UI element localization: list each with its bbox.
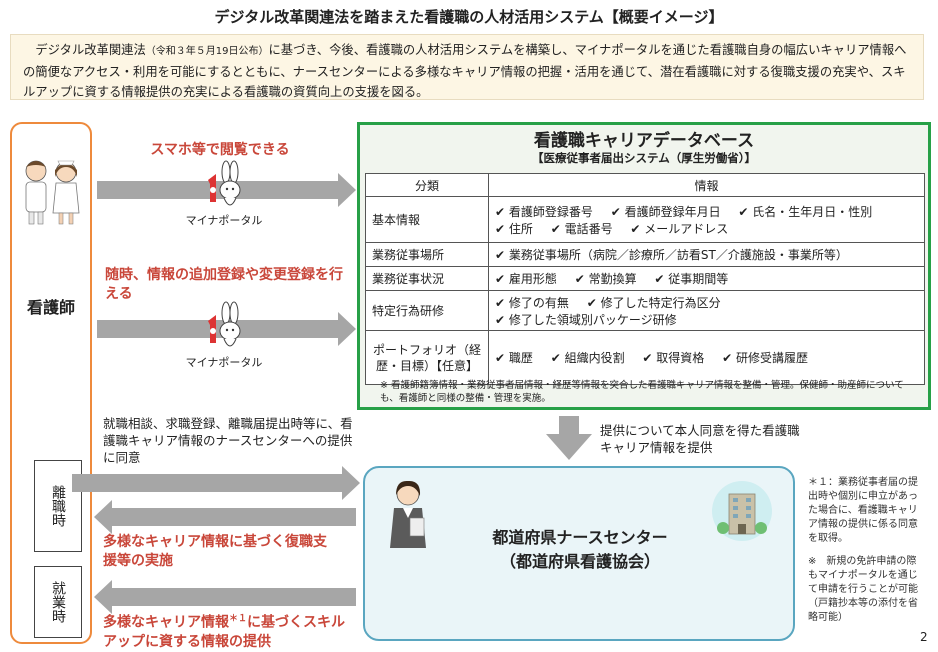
row-category: 業務従事場所 [365, 242, 489, 267]
register-label: 随時、情報の追加登録や変更登録を行える [105, 267, 343, 302]
info-item: ✔ 修了した領域別パッケージ研修 [495, 312, 677, 327]
info-item: ✔ 従事期間等 [654, 272, 729, 286]
info-item: ✔ 常勤換算 [574, 272, 637, 286]
page-title: デジタル改革関連法を踏まえた看護職の人材活用システム【概要イメージ】 [214, 8, 724, 26]
info-item: ✔ 組織内役割 [550, 351, 625, 365]
mynaportal-mascot-icon [208, 160, 241, 206]
building-icon [712, 481, 772, 541]
table-row: 特定行為研修 ✔ 修了の有無 ✔ 修了した特定行為区分 ✔ 修了した領域別パッケ… [365, 290, 925, 331]
provide-label: 提供について本人同意を得た看護職キャリア情報を提供 [600, 423, 800, 455]
info-item: ✔ 業務従事場所（病院／診療所／訪看ST／介護施設・事業所等） [495, 248, 848, 262]
info-item: ✔ 住所 [495, 221, 533, 236]
database-title: 看護職キャリアデータベース [533, 131, 755, 151]
info-item: ✔ 電話番号 [550, 221, 613, 236]
intro-text-2: に基づき、今後、看護職の人材活用システムを構築し、マイナポータルを通じた看護職自… [23, 43, 907, 99]
center-name-line2: （都道府県看護協会） [499, 552, 660, 571]
row-info: ✔ 職歴 ✔ 組織内役割 ✔ 取得資格 ✔ 研修受講履歴 [488, 330, 925, 385]
staff-icon [390, 480, 426, 548]
footnote-1: ＊１：業務従事者届の提出時や個別に申立があった場合に、看護職キャリア情報の提供に… [808, 477, 918, 544]
table-row: 業務従事場所 ✔ 業務従事場所（病院／診療所／訪看ST／介護施設・事業所等） [365, 242, 925, 267]
table-header-row: 分類 情報 [365, 173, 925, 197]
nurse-center-name: 都道府県ナースセンター （都道府県看護協会） [430, 526, 730, 574]
skillup-text-b: に基づくスキルアップに資する情報の提供 [103, 614, 346, 650]
employed-status-box: 就業時 [34, 566, 82, 638]
info-item: ✔ 氏名・生年月日・性別 [738, 204, 873, 219]
database-subtitle: 【医療従事者届出システム（厚生労働省）】 [532, 151, 756, 165]
skillup-label: 多様なキャリア情報＊１に基づくスキルアップに資する情報の提供 [103, 610, 348, 652]
intro-box: デジタル改革関連法（令和３年５月19日公布）に基づき、今後、看護職の人材活用シス… [10, 34, 924, 100]
table-row: 基本情報 ✔ 看護師登録番号 ✔ 看護師登録年月日 ✔ 氏名・生年月日・性別 ✔… [365, 196, 925, 243]
nurse-label: 看護師 [26, 298, 75, 317]
page-number: 2 [920, 630, 928, 644]
info-item: ✔ 修了の有無 [495, 295, 569, 310]
nurses-icon [25, 160, 80, 225]
row-info: ✔ 雇用形態 ✔ 常勤換算 ✔ 従事期間等 [488, 266, 925, 291]
row-info: ✔ 看護師登録番号 ✔ 看護師登録年月日 ✔ 氏名・生年月日・性別 ✔ 住所 ✔… [488, 196, 925, 243]
database-table: 分類 情報 基本情報 ✔ 看護師登録番号 ✔ 看護師登録年月日 ✔ 氏名・生年月… [365, 173, 925, 385]
table-row: ポートフォリオ（経歴・目標）【任意】 ✔ 職歴 ✔ 組織内役割 ✔ 取得資格 ✔… [365, 330, 925, 385]
portal-label-2: マイナポータル [185, 356, 263, 369]
row-category: 特定行為研修 [365, 290, 489, 331]
reemploy-label: 多様なキャリア情報に基づく復職支援等の実施 [103, 534, 327, 569]
info-item: ✔ メールアドレス [630, 221, 729, 236]
info-item: ✔ 看護師登録番号 [495, 204, 593, 219]
row-category: 基本情報 [365, 196, 489, 243]
skillup-text-a: 多様なキャリア情報 [103, 614, 229, 631]
database-note: ※ 看護師籍簿情報・業務従事者届情報・経歴等情報を突合した看護職キャリア情報を整… [380, 380, 904, 404]
center-name-line1: 都道府県ナースセンター [492, 528, 668, 547]
info-item: ✔ 看護師登録年月日 [610, 204, 721, 219]
portal-label-1: マイナポータル [185, 214, 263, 227]
info-item: ✔ 職歴 [495, 351, 533, 365]
arrow-provide [546, 416, 592, 460]
info-item: ✔ 研修受講履歴 [722, 351, 808, 365]
employed-status-label: 就業時 [50, 581, 66, 623]
info-item: ✔ 雇用形態 [495, 272, 557, 286]
arrow-consent [72, 466, 360, 500]
skillup-footnote-mark: ＊１ [229, 614, 248, 624]
browse-label: スマホ等で閲覧できる [150, 142, 290, 158]
header-info: 情報 [488, 173, 925, 197]
row-info: ✔ 修了の有無 ✔ 修了した特定行為区分 ✔ 修了した領域別パッケージ研修 [488, 290, 925, 331]
table-row: 業務従事状況 ✔ 雇用形態 ✔ 常勤換算 ✔ 従事期間等 [365, 266, 925, 291]
mynaportal-mascot-icon [208, 301, 241, 347]
intro-date: （令和３年５月19日公布） [145, 46, 269, 57]
leave-status-label: 離職時 [50, 485, 66, 527]
info-item: ✔ 修了した特定行為区分 [586, 295, 721, 310]
row-category: ポートフォリオ（経歴・目標）【任意】 [365, 330, 489, 385]
consent-label: 就職相談、求職登録、離職届提出時等に、看護職キャリア情報のナースセンターへの提供… [103, 416, 353, 465]
arrow-skillup [94, 580, 356, 614]
header-category: 分類 [365, 173, 489, 197]
footnote-2: ※ 新規の免許申請の際もマイナポータルを通じて申請を行うことが可能（戸籍抄本等の… [808, 556, 918, 623]
row-info: ✔ 業務従事場所（病院／診療所／訪看ST／介護施設・事業所等） [488, 242, 925, 267]
info-item: ✔ 取得資格 [642, 351, 705, 365]
intro-text-1: デジタル改革関連法 [35, 43, 146, 57]
arrow-reemploy [94, 500, 356, 534]
row-category: 業務従事状況 [365, 266, 489, 291]
